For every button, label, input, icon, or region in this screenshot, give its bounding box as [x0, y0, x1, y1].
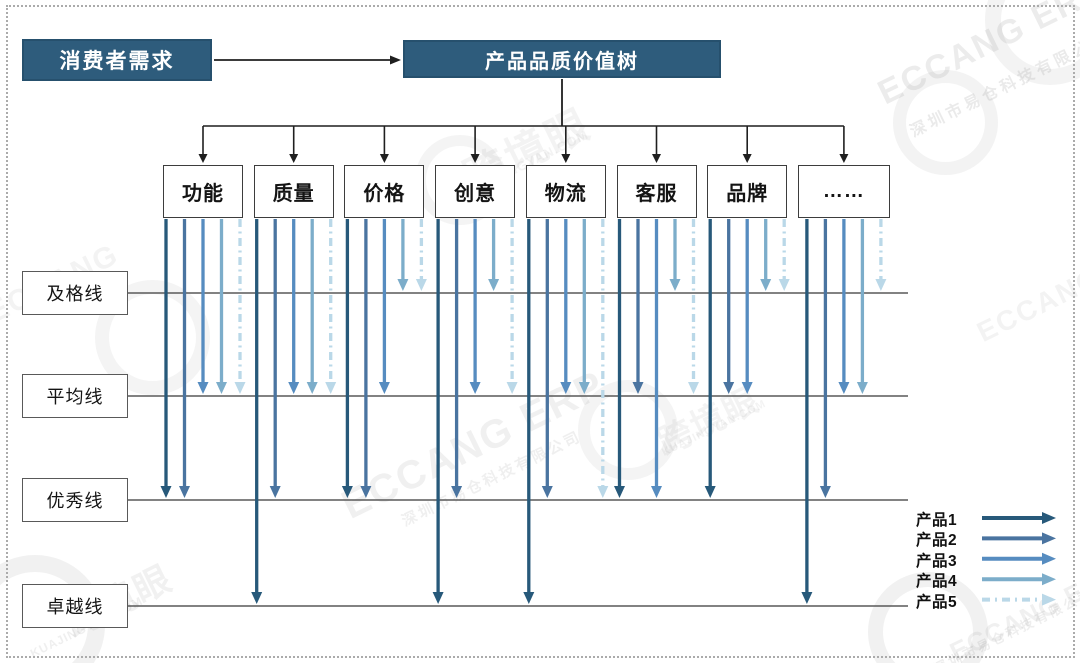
consumer-demand-label: 消费者需求: [59, 50, 175, 73]
legend-item-1: 产品1: [916, 512, 958, 529]
category-box-8: ……: [797, 165, 890, 218]
legend-item-2: 产品2: [916, 532, 958, 550]
level-label-3: 优秀线: [22, 478, 128, 522]
value-tree-root-label: 产品品质价值树: [485, 50, 639, 73]
category-box-4: 创意: [435, 165, 516, 218]
level-label-2: 平均线: [22, 374, 128, 418]
category-box-5: 物流: [525, 165, 606, 218]
category-box-1: 功能: [163, 165, 243, 218]
category-box-7: 品牌: [707, 165, 788, 218]
level-label-1: 及格线: [22, 271, 128, 315]
category-box-3: 价格: [344, 165, 425, 218]
value-tree-root-box: 产品品质价值树: [403, 40, 721, 78]
legend-item-4: 产品4: [916, 573, 958, 591]
level-label-4: 卓越线: [22, 584, 128, 628]
category-box-6: 客服: [616, 165, 697, 218]
legend-item-3: 产品3: [916, 552, 958, 570]
category-box-2: 质量: [253, 165, 334, 218]
legend-item-5: 产品5: [916, 593, 958, 611]
consumer-demand-box: 消费者需求: [22, 39, 212, 81]
